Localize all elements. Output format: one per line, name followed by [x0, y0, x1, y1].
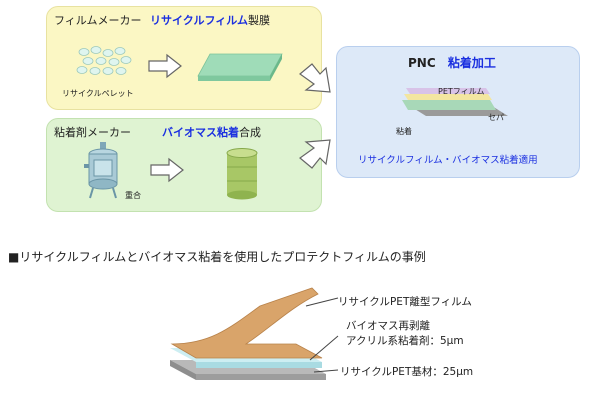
adhesive-process-suffix: 合成: [239, 126, 261, 139]
separator-label: セパ: [488, 113, 504, 122]
recycled-film-sheet-icon: [197, 53, 283, 81]
pellet-label: リサイクルペレット: [62, 89, 134, 98]
pnc-process: 粘着加工: [447, 56, 496, 70]
pnc-laminate-icon: [402, 88, 508, 116]
example-heading: ■リサイクルフィルムとバイオマス粘着を使用したプロテクトフィルムの事例: [8, 250, 426, 264]
pet-film-label: PETフィルム: [438, 87, 485, 96]
film-process-suffix: 製膜: [248, 14, 271, 27]
film-process-bold: リサイクルフィルム: [150, 14, 249, 27]
adhesive-maker-company: 粘着剤メーカー: [54, 126, 131, 139]
adhesive-process-bold: バイオマス粘着: [162, 126, 239, 139]
pnc-caption: リサイクルフィルム・バイオマス粘着適用: [358, 155, 538, 166]
adhesive-label: 粘着: [396, 127, 412, 136]
pnc-title: PNC 粘着加工: [408, 54, 496, 71]
adhesive-maker-process: バイオマス粘着合成: [162, 124, 261, 140]
arrow-down-right-icon: [299, 63, 331, 93]
pnc-company: PNC: [408, 56, 436, 70]
film-maker-process: リサイクルフィルム製膜: [150, 12, 270, 28]
film-maker-company: フィルムメーカー: [54, 14, 142, 27]
protect-film-laminate-diagram: [170, 287, 326, 380]
base-layer-label: リサイクルPET基材：25μm: [340, 366, 474, 378]
reactor-tank-icon: [84, 142, 118, 199]
polymerize-label: 重合: [125, 191, 141, 200]
drum-barrel-icon: [226, 148, 258, 200]
arrow-up-right-icon: [299, 139, 331, 169]
arrow-right-icon: [148, 53, 182, 79]
adhesive-layer-label-1: バイオマス再剥離: [346, 320, 430, 332]
arrow-right-icon: [150, 157, 184, 183]
leader-lines: [305, 297, 339, 373]
recycled-pellets-icon: [76, 46, 132, 75]
adhesive-layer-label-2: アクリル系粘着剤：5μm: [346, 335, 464, 347]
release-film-label: リサイクルPET離型フィルム: [338, 296, 472, 308]
